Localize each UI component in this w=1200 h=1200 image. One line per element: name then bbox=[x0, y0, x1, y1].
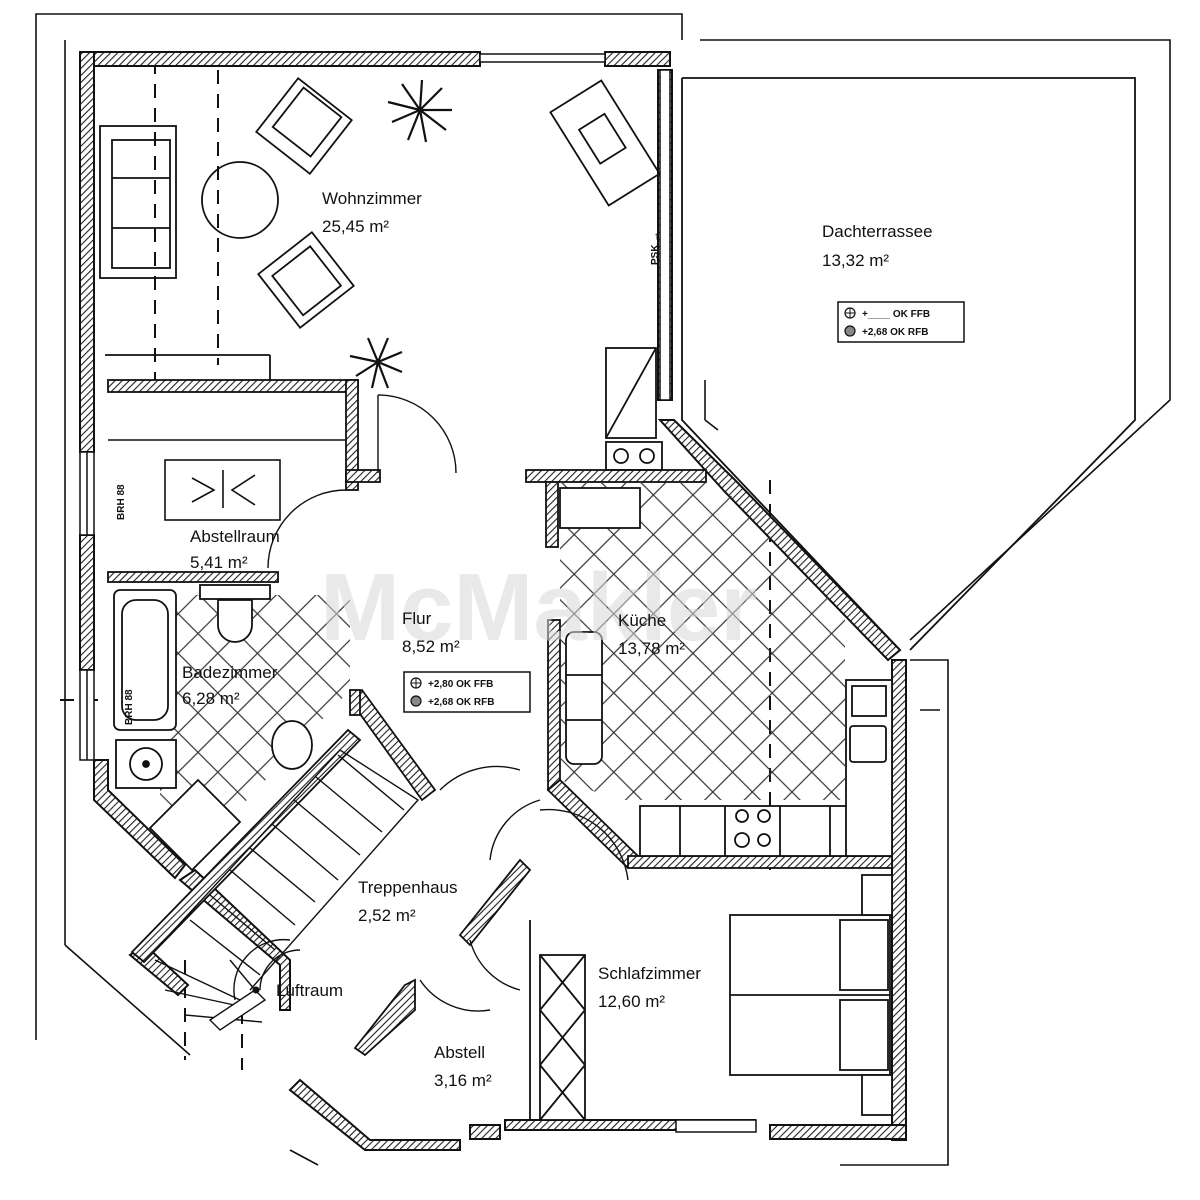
staircase bbox=[154, 749, 420, 1031]
bathroom-tile-floor bbox=[160, 595, 350, 850]
terrace-outline bbox=[681, 77, 1136, 651]
terrace-legend-line1: +____ OK FFB bbox=[862, 309, 930, 320]
room-name-dachterrasse: Dachterrassee bbox=[822, 222, 933, 241]
windows bbox=[79, 53, 757, 1133]
room-name-abstell: Abstell bbox=[434, 1043, 485, 1062]
bathroom-fixtures bbox=[113, 584, 313, 872]
flur-level-legend: +2,80 OK FFB +2,68 OK RFB bbox=[403, 671, 531, 713]
bedroom-furniture bbox=[529, 874, 893, 1121]
brh-mark-upper: BRH 88 bbox=[116, 484, 127, 520]
room-name-schlafzimmer: Schlafzimmer bbox=[598, 964, 701, 983]
room-area-dachterrasse: 13,32 m² bbox=[822, 251, 889, 270]
room-name-kueche: Küche bbox=[618, 611, 666, 630]
psk-mark: PSK → bbox=[650, 232, 661, 265]
room-area-wohnzimmer: 25,45 m² bbox=[322, 217, 389, 236]
room-area-abstellraum: 5,41 m² bbox=[190, 553, 248, 572]
brh-mark-lower: BRH 88 bbox=[124, 689, 135, 725]
room-name-wohnzimmer: Wohnzimmer bbox=[322, 189, 422, 208]
plant-icon bbox=[349, 79, 452, 389]
terrace-legend-line2: +2,68 OK RFB bbox=[862, 327, 928, 338]
room-area-schlafzimmer: 12,60 m² bbox=[598, 992, 665, 1011]
level-rfb-icon bbox=[844, 325, 856, 337]
room-name-treppenhaus: Treppenhaus bbox=[358, 878, 458, 897]
room-name-badezimmer: Badezimmer bbox=[182, 663, 278, 682]
room-area-treppenhaus: 2,52 m² bbox=[358, 906, 416, 925]
luftraum-marker-icon bbox=[252, 986, 260, 994]
room-area-kueche: 13,78 m² bbox=[618, 639, 685, 658]
level-rfb-icon bbox=[410, 695, 422, 707]
living-room-furniture bbox=[99, 77, 663, 471]
room-name-abstellraum: Abstellraum bbox=[190, 527, 280, 546]
skylight bbox=[108, 439, 346, 521]
outer-construction-lines bbox=[35, 13, 1171, 1166]
door-swings bbox=[267, 394, 629, 1012]
watermark: McMakler bbox=[320, 554, 758, 661]
kitchen-tile-floor bbox=[560, 482, 845, 800]
room-area-badezimmer: 6,28 m² bbox=[182, 689, 240, 708]
room-labels: Wohnzimmer 25,45 m² Dachterrassee 13,32 … bbox=[182, 189, 933, 1090]
flur-legend-line1: +2,80 OK FFB bbox=[428, 679, 493, 690]
room-area-abstell: 3,16 m² bbox=[434, 1071, 492, 1090]
room-area-flur: 8,52 m² bbox=[402, 637, 460, 656]
terrace-level-legend: +____ OK FFB +2,68 OK RFB bbox=[837, 301, 965, 343]
flur-legend-line2: +2,68 OK RFB bbox=[428, 697, 494, 708]
room-name-flur: Flur bbox=[402, 609, 432, 628]
room-name-luftraum: Luftraum bbox=[276, 981, 343, 1000]
kitchen-fixtures bbox=[559, 487, 893, 857]
